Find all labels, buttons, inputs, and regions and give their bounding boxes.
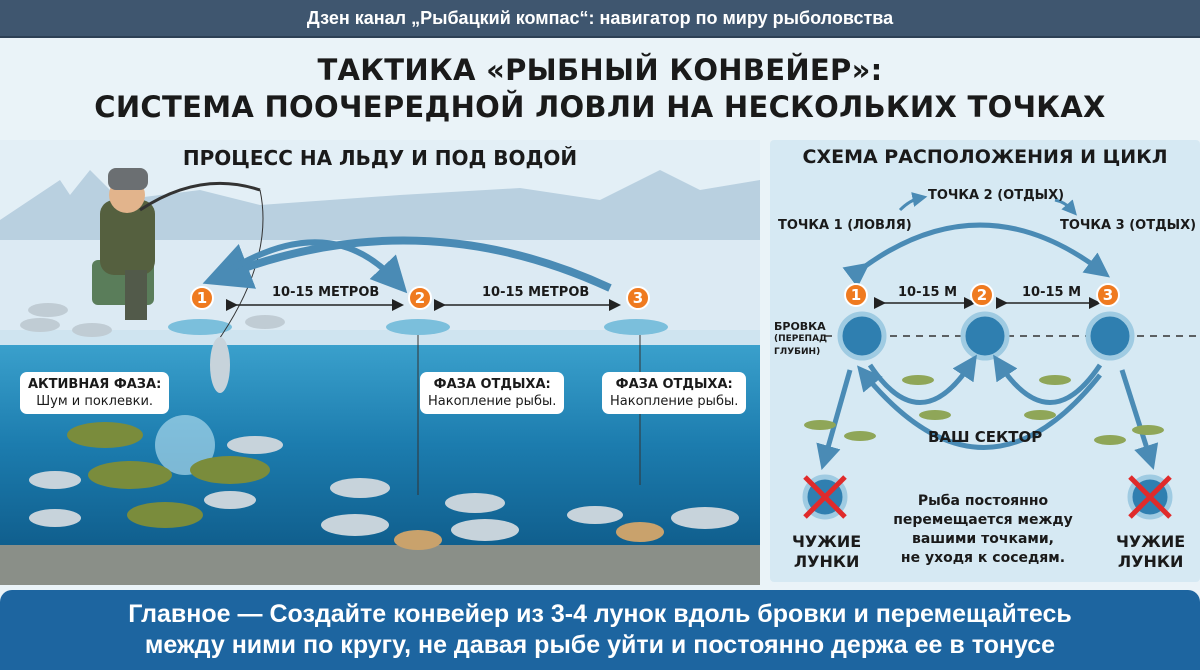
foreign-holes-right-1: ЧУЖИЕ: [1116, 532, 1186, 551]
schema-illustration: [802, 192, 1200, 520]
schema-badge-1: 1: [844, 283, 868, 307]
fish-movement-note: Рыба постоянно перемещается между вашими…: [878, 492, 1088, 568]
page-title: ТАКТИКА «РЫБНЫЙ КОНВЕЙЕР»: СИСТЕМА ПООЧЕ…: [0, 52, 1200, 126]
rest-phase-title-1: ФАЗА ОТДЫХА:: [433, 377, 551, 392]
sector-label: ВАШ СЕКТОР: [928, 428, 1043, 446]
channel-header: Дзен канал „Рыбацкий компас“: навигатор …: [0, 0, 1200, 38]
scene-title: ПРОЦЕСС НА ЛЬДУ И ПОД ВОДОЙ: [182, 146, 578, 170]
point-2-label: ТОЧКА 2 (ОТДЫХ): [928, 188, 1065, 203]
schema-badge-2: 2: [970, 283, 994, 307]
schema-distance-1-2: 10-15 М: [898, 285, 958, 300]
tip-line-1: Главное — Создайте конвейер из 3-4 лунок…: [128, 600, 1072, 628]
active-phase-bubble: АКТИВНАЯ ФАЗА: Шум и поклевки.: [20, 372, 170, 414]
title-line-2: СИСТЕМА ПООЧЕРЕДНОЙ ЛОВЛИ НА НЕСКОЛЬКИХ …: [94, 90, 1106, 124]
point-badge-3: 3: [626, 286, 650, 310]
tip-line-2: между ними по кругу, не давая рыбе уйти …: [144, 631, 1056, 659]
rest-phase-title-2: ФАЗА ОТДЫХА:: [615, 377, 733, 392]
schema-title: СХЕМА РАСПОЛОЖЕНИЯ И ЦИКЛ: [802, 146, 1168, 168]
title-line-1: ТАКТИКА «РЫБНЫЙ КОНВЕЙЕР»:: [317, 53, 883, 87]
edge-label-1: БРОВКА: [774, 320, 826, 333]
edge-label: БРОВКА (ПЕРЕПАД ГЛУБИН): [774, 320, 827, 359]
distance-label-2-3: 10-15 МЕТРОВ: [482, 285, 590, 300]
active-phase-title: АКТИВНАЯ ФАЗА:: [28, 377, 162, 392]
rest-phase-text-1: Накопление рыбы.: [428, 394, 557, 409]
point-1-label: ТОЧКА 1 (ЛОВЛЯ): [778, 218, 912, 233]
note-line-2: перемещается между: [893, 512, 1073, 528]
scene-illustration: [0, 140, 760, 585]
note-line-4: не уходя к соседям.: [900, 550, 1066, 566]
rest-phase-text-2: Накопление рыбы.: [610, 394, 739, 409]
active-phase-text: Шум и поклевки.: [36, 394, 154, 409]
point-badge-1: 1: [190, 286, 214, 310]
channel-title: Дзен канал „Рыбацкий компас“: навигатор …: [306, 7, 894, 28]
rest-phase-bubble-1: ФАЗА ОТДЫХА: Накопление рыбы.: [420, 372, 565, 414]
layout-schema-panel: СХЕМА РАСПОЛОЖЕНИЯ И ЦИКЛ ТОЧКА 1 (ЛОВЛЯ…: [770, 140, 1200, 582]
rest-phase-bubble-2: ФАЗА ОТДЫХА: Накопление рыбы.: [602, 372, 747, 414]
ice-underwater-scene: ПРОЦЕСС НА ЛЬДУ И ПОД ВОДОЙ 1 2 3 10-15 …: [0, 140, 760, 585]
edge-label-3: ГЛУБИН): [774, 347, 821, 357]
main-tip-banner: Главное — Создайте конвейер из 3-4 лунок…: [0, 590, 1200, 670]
distance-label-1-2: 10-15 МЕТРОВ: [272, 285, 380, 300]
edge-label-2: (ПЕРЕПАД: [774, 334, 828, 344]
foreign-holes-left: ЧУЖИЕ ЛУНКИ: [792, 532, 861, 572]
foreign-holes-right: ЧУЖИЕ ЛУНКИ: [1116, 532, 1185, 572]
foreign-holes-left-1: ЧУЖИЕ: [792, 532, 862, 551]
schema-distance-2-3: 10-15 М: [1022, 285, 1082, 300]
foreign-holes-left-2: ЛУНКИ: [793, 552, 860, 571]
note-line-3: вашими точками,: [912, 531, 1054, 547]
schema-badge-3: 3: [1096, 283, 1120, 307]
note-line-1: Рыба постоянно: [917, 493, 1049, 509]
point-badge-2: 2: [408, 286, 432, 310]
point-3-label: ТОЧКА 3 (ОТДЫХ): [1060, 218, 1197, 233]
foreign-holes-right-2: ЛУНКИ: [1117, 552, 1184, 571]
